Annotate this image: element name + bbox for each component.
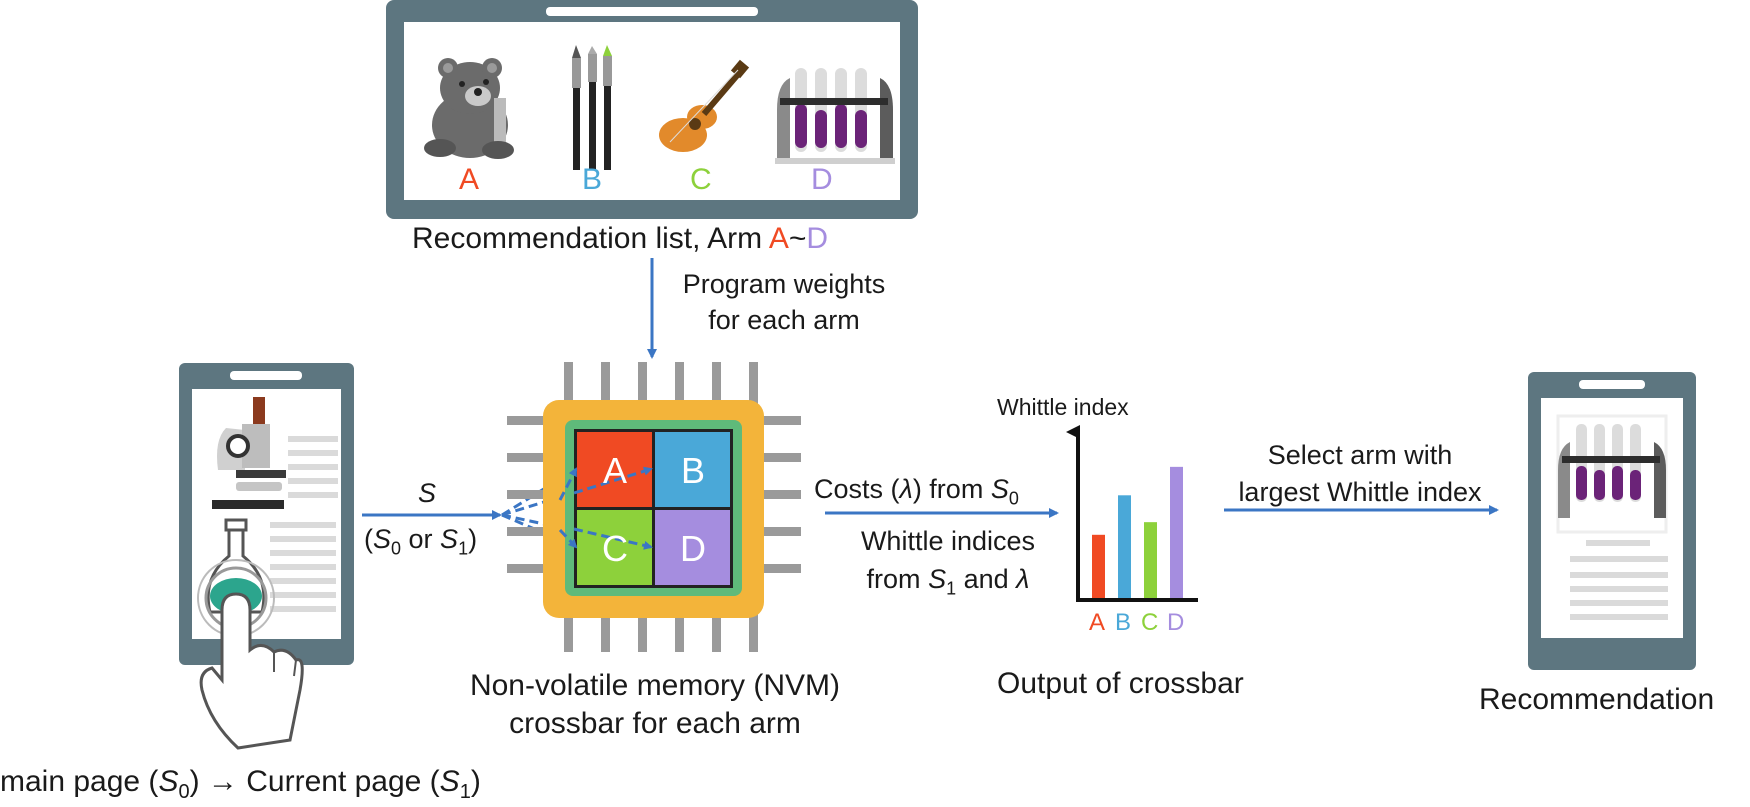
cell-letter-a: A xyxy=(602,450,627,491)
nvm-crossbar-caption: Non-volatile memory (NVM) crossbar for e… xyxy=(400,667,910,743)
arm-label-b: B xyxy=(582,163,603,196)
nvm-chip-pins xyxy=(507,362,801,652)
chart-caption: Output of crossbar xyxy=(997,667,1244,700)
crossbar-cell-c xyxy=(577,510,652,585)
cell-letter-d: D xyxy=(680,528,706,569)
bar-b xyxy=(1118,495,1131,598)
arm-label-a: A xyxy=(459,163,480,196)
bar-label-c: C xyxy=(1141,609,1159,636)
recommendation-caption: Recommendation xyxy=(1479,683,1715,716)
caption-separator: ~ xyxy=(788,222,807,255)
bottom-s0-symbol: S xyxy=(158,765,179,798)
s1-symbol: S xyxy=(440,524,459,554)
recommendation-list-tablet xyxy=(386,0,918,219)
bottom-s0-subscript: 0 xyxy=(178,781,190,803)
paren-close: ) xyxy=(468,524,478,554)
cell-letter-b: B xyxy=(680,450,705,491)
crossbar-cell-d xyxy=(655,510,730,585)
s1-subscript: 1 xyxy=(458,538,469,559)
nvm-caption-line2: crossbar for each arm xyxy=(509,707,801,740)
s0-symbol: S xyxy=(373,524,392,554)
caption-arm-a: A xyxy=(768,222,789,255)
recommended-test-tube-rack-icon xyxy=(1558,424,1666,518)
program-weights-line2: for each arm xyxy=(708,305,860,335)
lambda-symbol: λ xyxy=(899,474,913,504)
microscope-icon xyxy=(212,397,286,509)
bottom-s1-symbol: S xyxy=(439,765,460,798)
state-symbol: S xyxy=(418,478,437,508)
costs-s0-subscript: 0 xyxy=(1008,488,1019,509)
recommendation-list-caption: Recommendation list, Arm A~D xyxy=(412,222,828,256)
paren-open: ( xyxy=(364,524,373,554)
caption-arm-d: D xyxy=(806,222,829,255)
test-tube-rack-icon xyxy=(775,68,895,164)
costs-label: Costs (λ) from S0 xyxy=(814,474,1019,509)
whittle-index-chart xyxy=(1066,425,1198,602)
select-arm-line2: largest Whittle index xyxy=(1238,477,1482,507)
bottom-s1-subscript: 1 xyxy=(459,781,471,803)
state-label: S xyxy=(418,478,436,509)
costs-from: ) from xyxy=(912,474,991,504)
program-weights-label: Program weights for each arm xyxy=(664,266,904,338)
nvm-caption-line1: Non-volatile memory (NVM) xyxy=(469,669,841,702)
bar-c xyxy=(1144,522,1157,598)
page-transition-caption: main page (S0) → Current page (S1) xyxy=(0,765,481,804)
touch-hand-icon xyxy=(199,592,304,750)
bar-label-b: B xyxy=(1115,609,1132,636)
or-word: or xyxy=(401,524,441,554)
guitar-icon xyxy=(659,59,750,152)
teddy-bear-icon xyxy=(424,58,514,159)
crossbar-cell-b xyxy=(655,432,730,507)
fan-out-arrow-tips xyxy=(558,466,653,550)
bottom-paren-close: ) xyxy=(470,765,481,798)
s0-subscript: 0 xyxy=(391,538,402,559)
paintbrush-icon xyxy=(572,45,612,170)
from-word: from xyxy=(866,564,929,594)
state-options-label: (S0 or S1) xyxy=(364,524,477,559)
and-word: and xyxy=(956,564,1017,594)
bar-a xyxy=(1092,534,1105,598)
whittle-s-symbol: S xyxy=(928,564,947,594)
cell-letter-c: C xyxy=(602,528,628,569)
current-page-text: ) → Current page ( xyxy=(189,765,440,798)
costs-prefix: Costs ( xyxy=(814,474,900,504)
whittle-lambda-symbol: λ xyxy=(1016,564,1030,594)
bar-label-a: A xyxy=(1089,609,1106,636)
select-arm-line1: Select arm with xyxy=(1267,440,1453,470)
main-page-text: main page ( xyxy=(0,765,159,798)
chart-title: Whittle index xyxy=(997,394,1129,420)
nvm-chip xyxy=(543,400,764,618)
bar-d xyxy=(1170,466,1183,598)
program-weights-line1: Program weights xyxy=(682,269,886,299)
crossbar-cell-a xyxy=(577,432,652,507)
arm-label-d: D xyxy=(811,163,833,196)
whittle-indices-label: Whittle indices from S1 and λ xyxy=(828,522,1068,607)
bar-label-d: D xyxy=(1167,609,1185,636)
costs-s-symbol: S xyxy=(990,474,1009,504)
recommendation-phone xyxy=(1528,372,1696,670)
whittle-s1-subscript: 1 xyxy=(946,578,957,599)
caption-prefix: Recommendation list, Arm xyxy=(412,222,769,255)
select-arm-label: Select arm with largest Whittle index xyxy=(1220,437,1500,511)
whittle-indices-line1: Whittle indices xyxy=(860,526,1036,556)
whittle-indices-line2: from S1 and λ xyxy=(828,560,1068,607)
arm-label-c: C xyxy=(690,163,712,196)
